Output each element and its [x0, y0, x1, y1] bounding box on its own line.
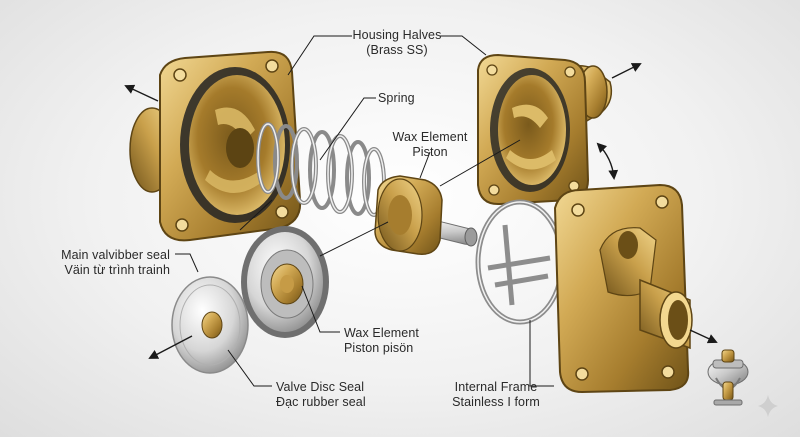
leader-housing-right [440, 35, 487, 56]
housing-outlet [553, 183, 693, 394]
label-housing-line2: (Brass SS) [366, 43, 428, 57]
label-frame-line2: Stainless I form [452, 395, 540, 409]
label-housing-line1: Housing Halves [352, 28, 442, 42]
thermostat-thumbnail-icon [707, 349, 749, 406]
label-disc-seal-line2: Đạc rubber seal [276, 395, 366, 409]
label-frame-line1: Internal Frame [454, 380, 538, 394]
leader-spring-2 [239, 199, 273, 231]
arrow-left-housing [124, 84, 159, 102]
label-wax-bottom-line1: Wax Element [344, 326, 419, 340]
label-spring-line1: Spring [378, 91, 415, 105]
valve-disc [171, 276, 249, 374]
leader-frame [529, 320, 554, 387]
label-wax-top-line1: Wax Element [392, 130, 468, 144]
label-valve-disc-seal: Valve Disc Seal Đạc rubber seal [276, 380, 366, 410]
leader-lines [175, 35, 554, 387]
wax-element-piston [374, 175, 478, 255]
label-main-seal: Main valvibber seal Väin từ trình trainh [30, 248, 170, 278]
arrow-valve-disc [148, 335, 193, 359]
label-housing-halves: Housing Halves (Brass SS) [352, 28, 442, 58]
label-main-seal-line2: Väin từ trình trainh [64, 263, 170, 277]
label-spring: Spring [378, 91, 415, 106]
label-wax-element-bottom: Wax Element Piston pisön [344, 326, 419, 356]
label-disc-seal-line1: Valve Disc Seal [276, 380, 365, 394]
label-wax-bottom-line2: Piston pisön [344, 341, 414, 355]
label-wax-element-top: Wax Element Piston [385, 130, 475, 160]
leader-wax-bottom-2 [319, 221, 389, 257]
leader-wax-top [419, 151, 431, 179]
leader-housing-left [287, 35, 352, 76]
housing-half-right [477, 53, 613, 206]
arrow-outlet [689, 329, 718, 344]
leader-spring [319, 97, 376, 161]
leader-main-seal [175, 253, 199, 273]
motion-arrows [124, 63, 718, 359]
leader-disc-seal [227, 349, 272, 387]
label-main-seal-line1: Main valvibber seal [61, 248, 170, 262]
main-seal [241, 226, 329, 338]
sparkle-icon [758, 395, 778, 417]
arrow-right-housing [611, 63, 642, 79]
label-internal-frame: Internal Frame Stainless I form [436, 380, 556, 410]
label-wax-top-line2: Piston [412, 145, 448, 159]
leader-wax-bottom [301, 285, 340, 333]
leader-wax-top-right [439, 139, 521, 187]
arrow-curved-rotation [596, 142, 619, 180]
